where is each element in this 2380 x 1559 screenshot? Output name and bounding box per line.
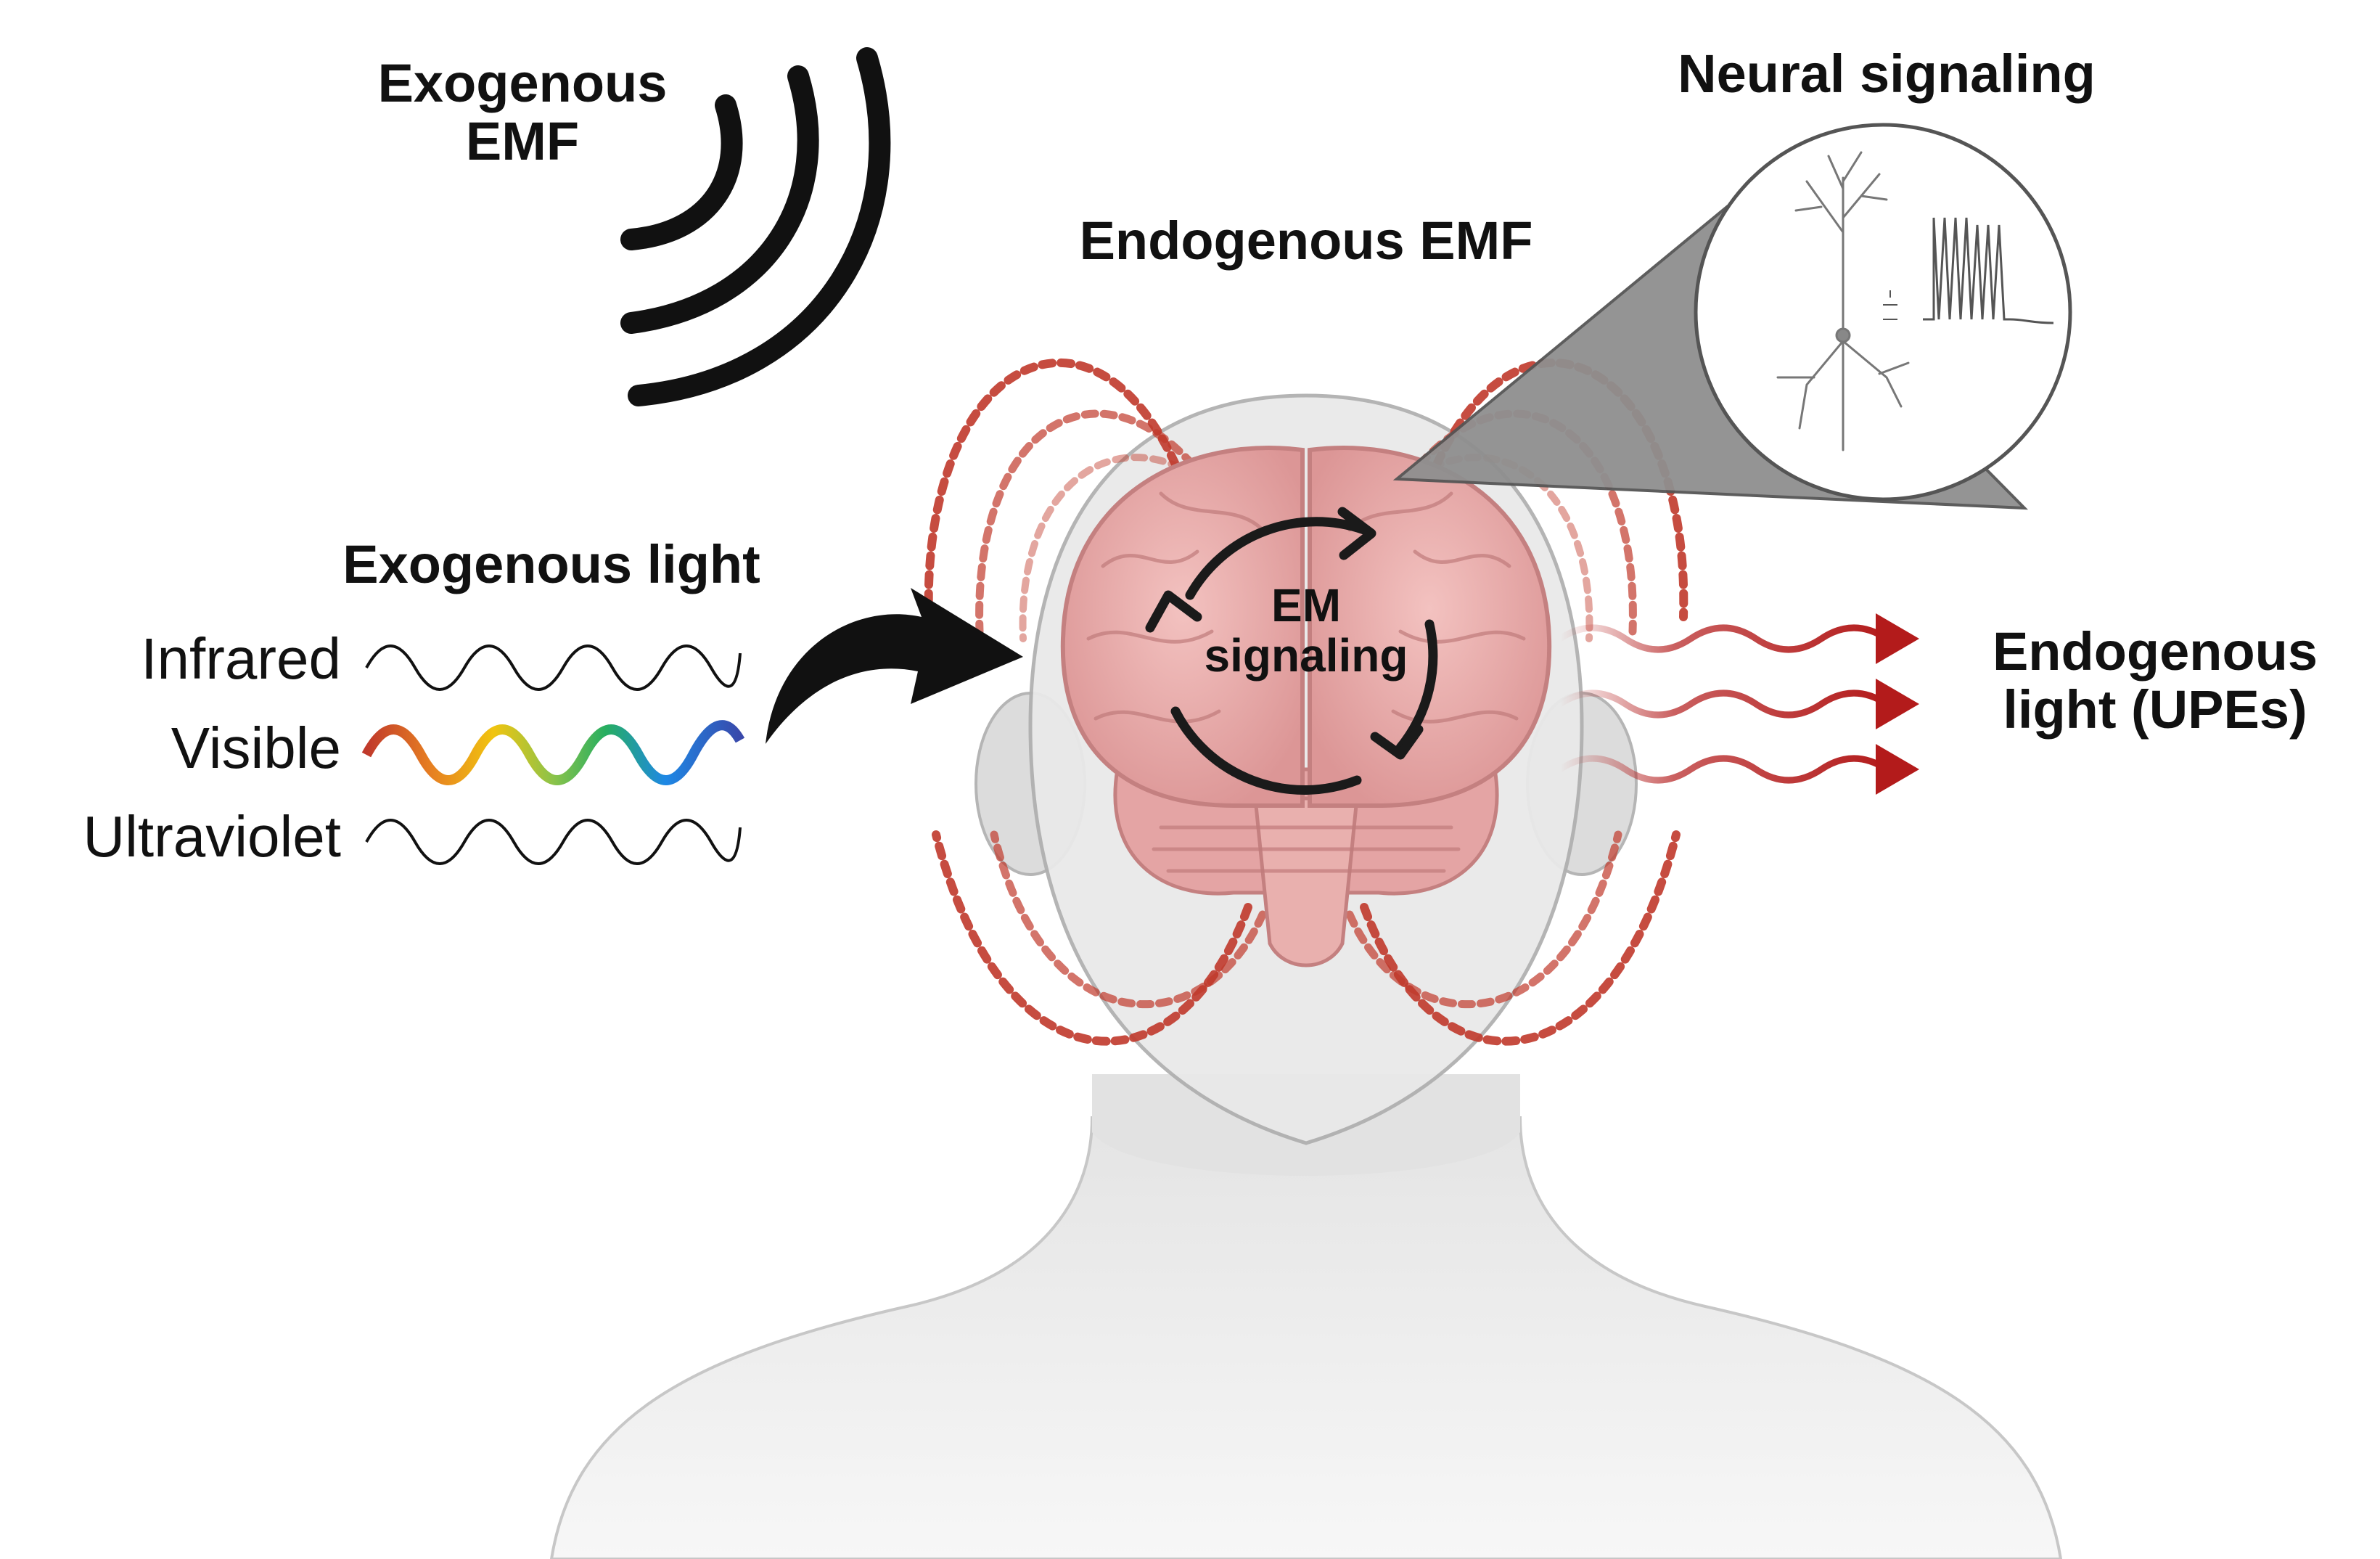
upe-arrowheads (1876, 613, 1919, 795)
arrowhead (1876, 613, 1919, 664)
arrowhead (1876, 679, 1919, 729)
cycle-arrowhead (1337, 507, 1376, 560)
cycle-arrowhead (1145, 590, 1202, 633)
field-line (990, 830, 1267, 1009)
endogenous-emf-label: Endogenous EMF (1079, 210, 1533, 271)
cycle-arc-bottom (1170, 706, 1362, 795)
neuron-icon (1776, 151, 1910, 451)
shoulders (549, 1116, 2063, 1559)
em-signaling-line1: EM (1271, 579, 1341, 631)
brainstem (1253, 796, 1359, 967)
field-line (924, 358, 1180, 621)
upe-arrows (1556, 624, 1890, 784)
endogenous-light-line2: light (UPEs) (2003, 679, 2307, 740)
field-line (975, 409, 1209, 636)
em-signaling-line2: signaling (1204, 629, 1408, 682)
exogenous-light-label: Exogenous light (342, 534, 760, 594)
ultraviolet-wave (365, 819, 742, 865)
endogenous-light-label: Endogenous light (UPEs) (1952, 623, 2358, 739)
visible-wave (361, 720, 745, 785)
cycle-arc-top (1185, 517, 1369, 600)
endogenous-light-line1: Endogenous (1992, 621, 2318, 682)
radio-waves-icon (620, 47, 891, 406)
curved-arrow-icon (766, 588, 1023, 744)
upe-wave (1556, 690, 1890, 719)
ultraviolet-label: Ultraviolet (83, 804, 341, 869)
em-signaling-label: EM signaling (1161, 579, 1451, 682)
visible-label: Visible (171, 716, 341, 780)
upe-wave (1556, 624, 1890, 653)
circular-arrows-icon (1145, 507, 1438, 795)
exogenous-emf-line1: Exogenous (377, 53, 668, 113)
infrared-wave (365, 645, 742, 691)
exogenous-emf-label: Exogenous EMF (341, 54, 704, 171)
infrared-label: Infrared (141, 626, 341, 691)
upe-wave (1556, 755, 1890, 784)
neural-signaling-label: Neural signaling (1678, 44, 2096, 104)
exogenous-emf-line2: EMF (465, 110, 580, 171)
arrowhead (1876, 744, 1919, 795)
field-line (1345, 830, 1622, 1009)
action-potential-icon (1883, 217, 2054, 324)
cycle-arrowhead (1370, 724, 1424, 760)
neural-zoom-inset (1392, 123, 2072, 510)
zoom-circle (1694, 123, 2072, 502)
exogenous-light-waves (361, 588, 1023, 865)
